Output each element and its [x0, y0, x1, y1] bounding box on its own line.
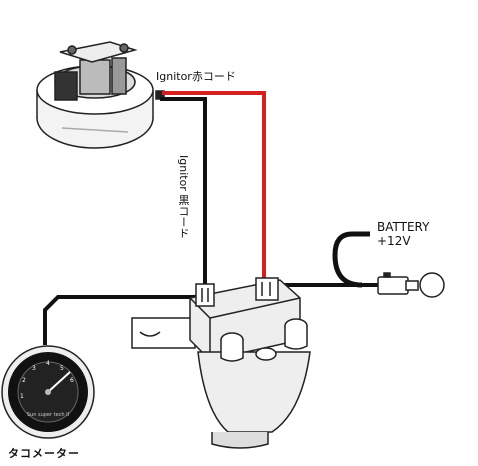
svg-text:6: 6 — [70, 377, 74, 384]
tachometer-wire — [43, 295, 197, 345]
tachometer-icon: 1 2 3 4 56 Sun super tech II — [1, 345, 95, 439]
tach-face-text: Sun super tech II — [27, 412, 69, 418]
svg-text:1: 1 — [20, 393, 24, 400]
battery-label-line2: +12V — [377, 234, 411, 248]
black-ignitor-wire — [160, 97, 207, 290]
black-cord-label: Ignitor 黒コード — [177, 155, 190, 239]
svg-text:4: 4 — [46, 360, 50, 367]
red-cord-label: Ignitor赤コード — [156, 70, 236, 83]
svg-text:3: 3 — [32, 365, 36, 372]
ignition-coil-icon — [131, 277, 311, 449]
ignition-key-icon — [377, 272, 445, 298]
battery-label: BATTERY +12V — [377, 220, 429, 248]
ignitor-icon — [36, 41, 165, 149]
svg-text:5: 5 — [60, 365, 64, 372]
svg-text:2: 2 — [22, 377, 26, 384]
tachometer-label: タコメーター — [8, 447, 80, 460]
battery-label-line1: BATTERY — [377, 220, 430, 234]
battery-cable — [332, 231, 370, 288]
red-wire — [162, 91, 266, 282]
